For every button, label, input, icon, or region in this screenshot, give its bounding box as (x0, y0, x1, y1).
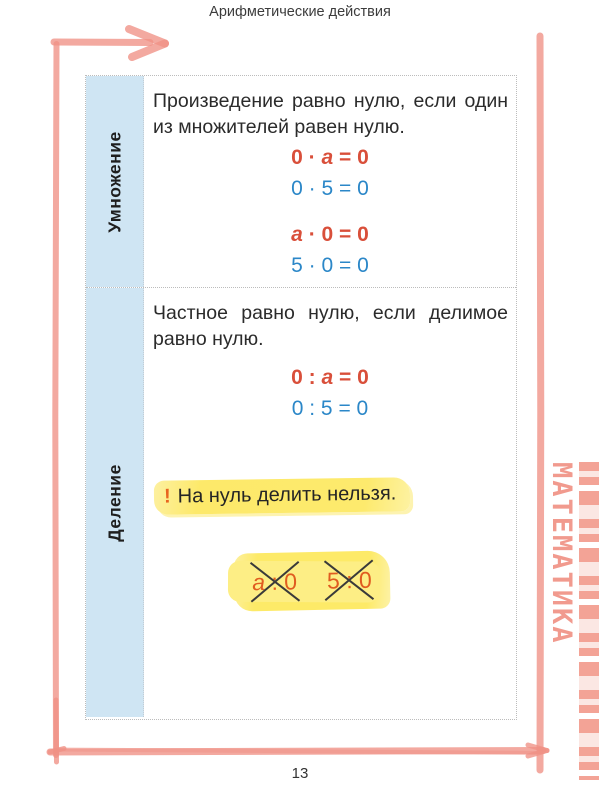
section-multiplication: Умножение Произведение равно нулю, если … (86, 76, 516, 288)
formula-zero-times-a: 0 · a = 0 (291, 146, 369, 170)
formula-five-times-zero: 5 · 0 = 0 (291, 254, 369, 278)
formula-zero-div-five: 0 : 5 = 0 (291, 397, 369, 421)
content-box: Умножение Произведение равно нулю, если … (85, 75, 517, 720)
bottom-arrow-line (46, 742, 550, 759)
formula-a-times-zero: a · 0 = 0 (291, 223, 369, 247)
forbidden-five-div-zero: 5 : 0 (323, 559, 376, 601)
side-brand-label: МАТЕМАТИКА (546, 462, 577, 645)
forbidden-examples-highlight: a : 0 5 : 0 (233, 550, 391, 612)
multiplication-rule-text: Произведение равно нулю, если один из мн… (153, 90, 508, 138)
exclamation-mark-icon: ! (163, 485, 171, 508)
forbidden-a-div-zero: a : 0 (248, 561, 301, 603)
division-label: Деление (104, 463, 124, 542)
right-border-line (536, 32, 545, 774)
multiplication-formulas: 0 · a = 0 0 · 5 = 0 a · 0 = 0 5 · 0 = 0 (144, 144, 516, 280)
page-number: 13 (291, 765, 309, 782)
multiplication-label: Умножение (104, 130, 124, 233)
barcode-decoration (579, 462, 599, 780)
page-title: Арифметические действия (209, 4, 391, 20)
top-arrow-icon (50, 25, 169, 61)
warning-highlight: ! На нуль делить нельзя. (153, 477, 411, 515)
division-tab: Деление (86, 288, 144, 717)
division-rule-text: Частное равно нулю, если делимое равно н… (153, 302, 508, 350)
division-formulas: 0 : a = 0 0 : 5 = 0 (144, 364, 516, 423)
formula-zero-times-five: 0 · 5 = 0 (291, 177, 369, 201)
left-border-line (52, 41, 60, 765)
formula-zero-div-a: 0 : a = 0 (291, 366, 369, 390)
warning-text: На нуль делить нельзя. (177, 482, 397, 508)
multiplication-tab: Умножение (86, 76, 144, 287)
section-division: Деление Частное равно нулю, если делимое… (86, 288, 516, 717)
